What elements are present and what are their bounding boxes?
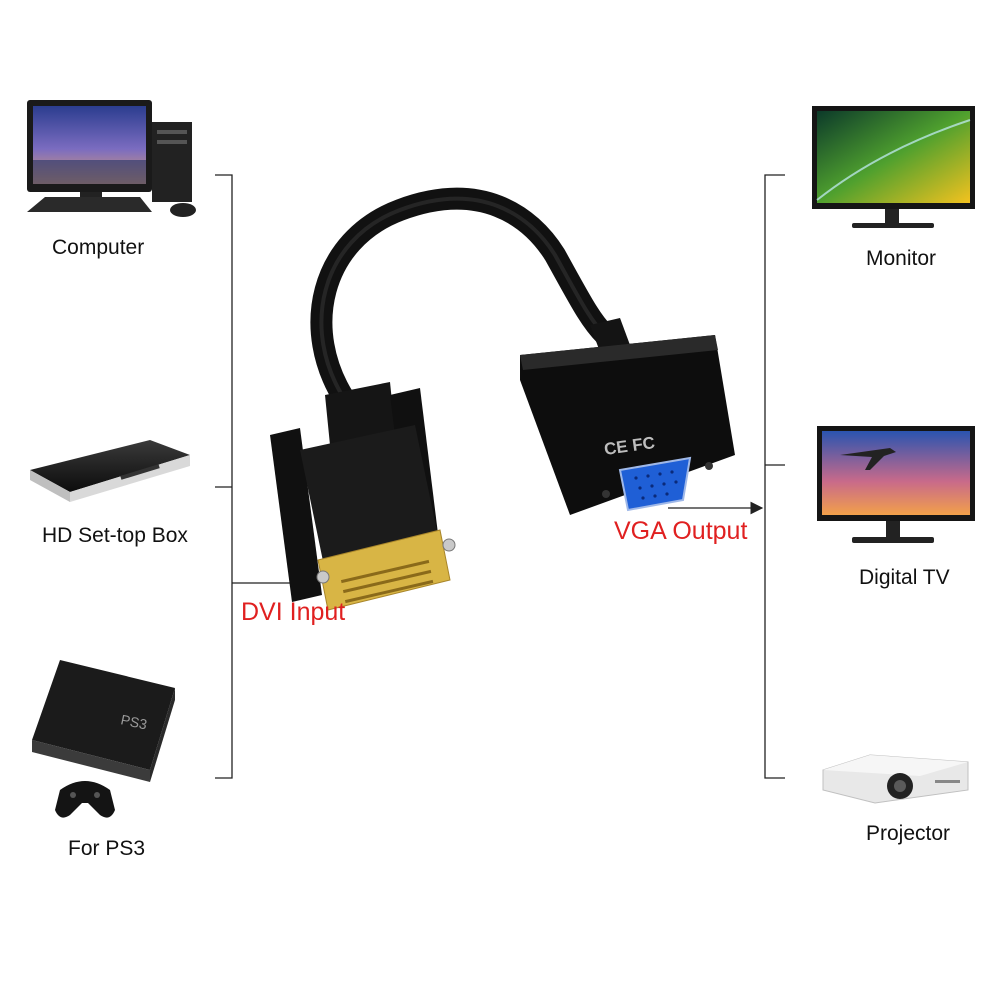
ps3-logo: PS3 bbox=[119, 711, 148, 732]
monitor-label: Monitor bbox=[866, 247, 937, 270]
settop-box-label: HD Set-top Box bbox=[42, 524, 188, 547]
dvi-input-label: DVI Input bbox=[241, 598, 346, 626]
output-bracket bbox=[764, 174, 785, 779]
computer-label: Computer bbox=[52, 236, 145, 259]
ps3-label: For PS3 bbox=[68, 837, 146, 860]
digital-tv-label: Digital TV bbox=[859, 566, 950, 589]
input-bracket bbox=[215, 174, 233, 779]
vga-output-label: VGA Output bbox=[614, 517, 748, 545]
projector-label: Projector bbox=[866, 822, 951, 845]
vga-box: CE FC bbox=[520, 318, 735, 515]
dvi-connector bbox=[270, 382, 456, 611]
